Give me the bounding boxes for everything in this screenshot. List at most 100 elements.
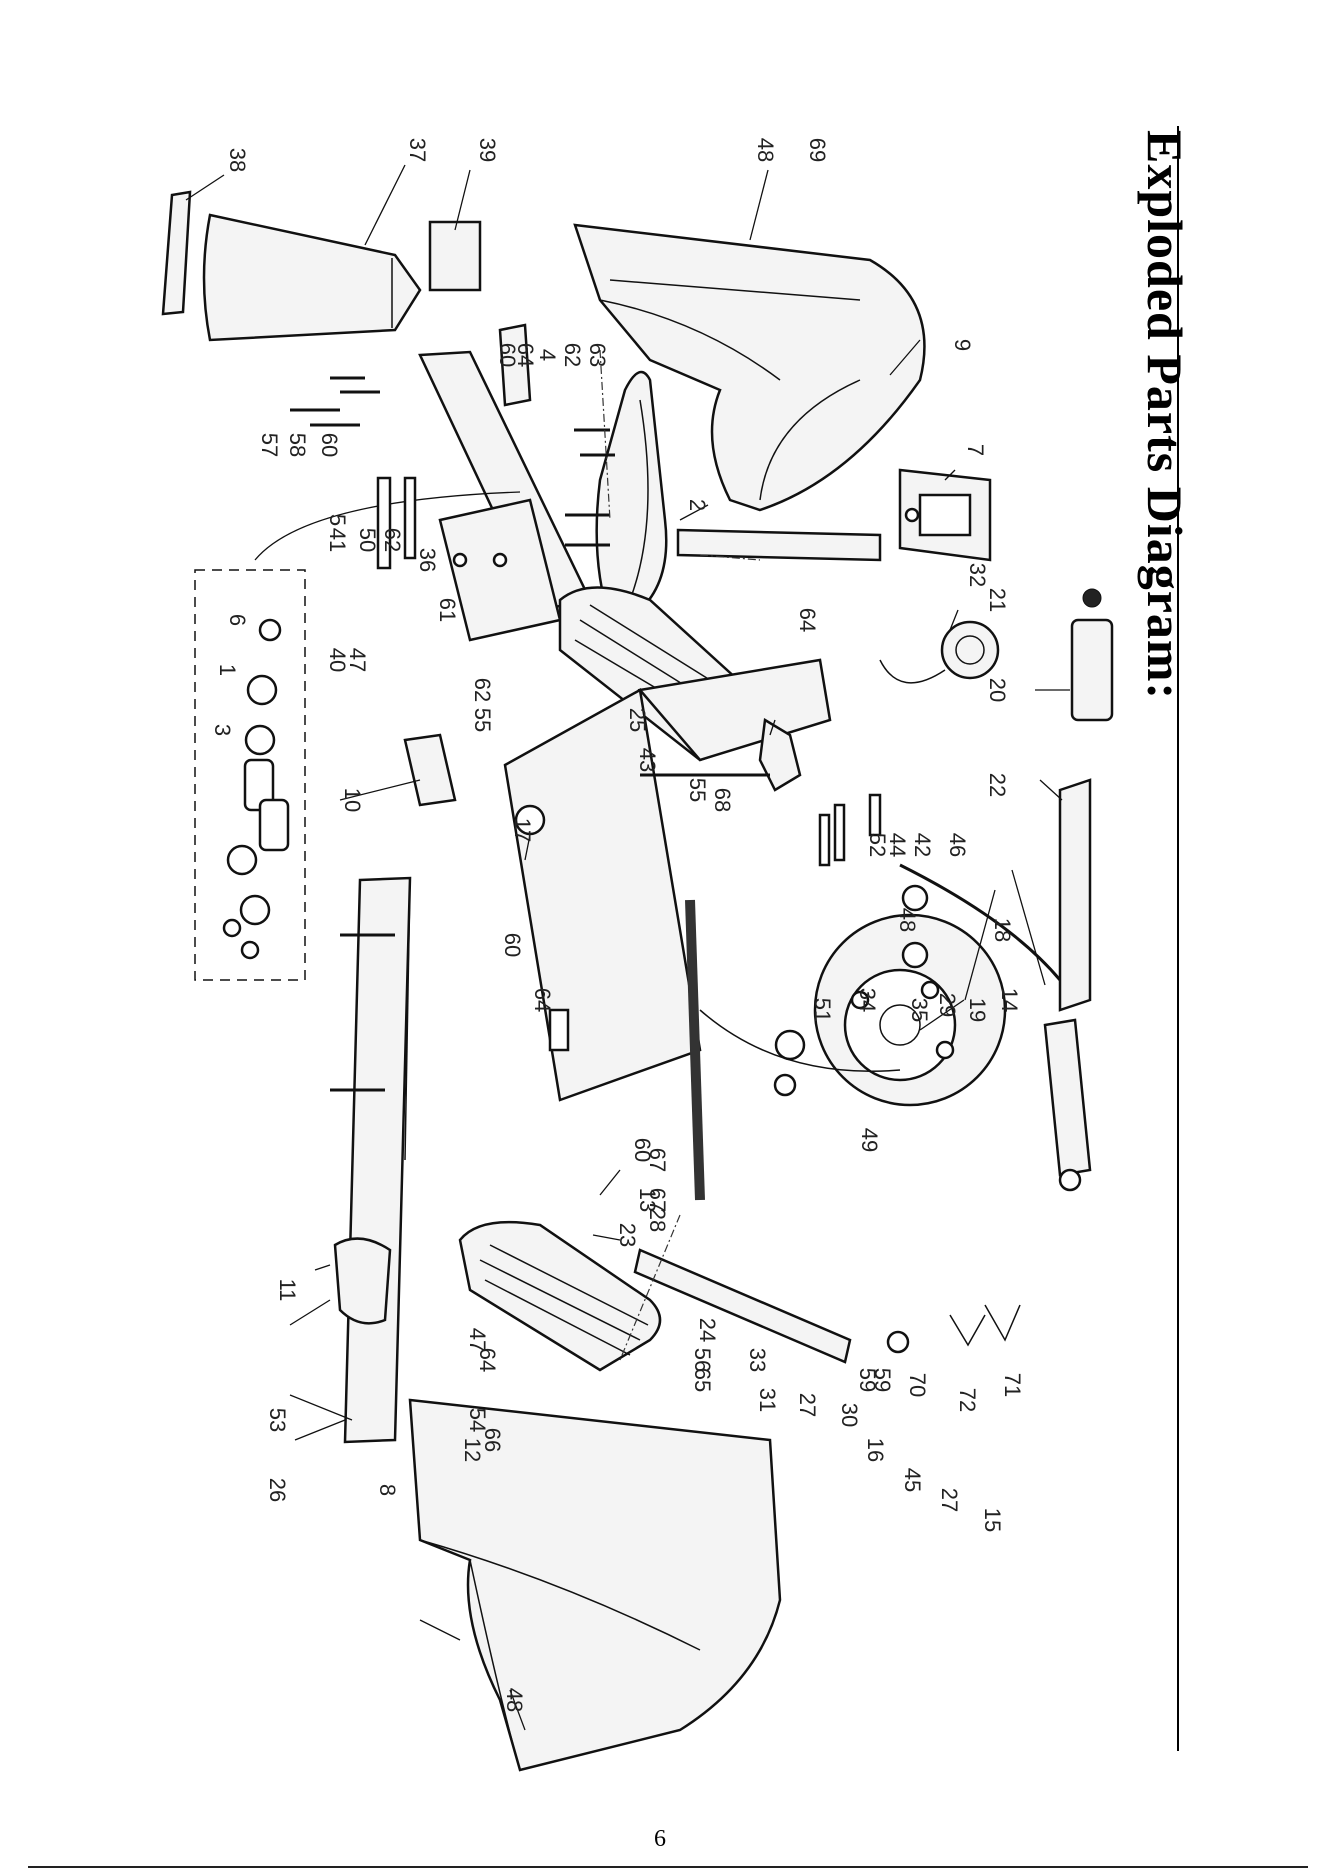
bearing-part (775, 1075, 795, 1095)
part-number-label: 67 (645, 1148, 670, 1172)
part-number-label: 70 (905, 1373, 930, 1397)
part-number-label: 11 (275, 1279, 300, 1302)
part-number-label: 62 (380, 528, 405, 552)
part-number-label: 13 (635, 1188, 660, 1212)
part-number-label: 27 (937, 1488, 962, 1512)
part-number-label: 47 (345, 648, 370, 672)
part-number-label: 34 (855, 988, 880, 1012)
stabilizer-part (678, 530, 880, 560)
part-number-label: 1 (215, 664, 240, 676)
part-number-label: 48 (895, 908, 920, 932)
tool-part (888, 1305, 1020, 1352)
part-number-label: 42 (910, 833, 935, 857)
part-number-label: 33 (745, 1348, 770, 1372)
part-number-label: 17 (510, 818, 535, 842)
footer-line (28, 1866, 1308, 1868)
part-number-label: 25 (625, 708, 650, 732)
part-number-label: 60 (317, 433, 342, 457)
console-part (900, 470, 990, 560)
part-number-label: 72 (955, 1388, 980, 1412)
part-number-label: 9 (950, 339, 975, 351)
part-number-label: 24 (695, 1318, 720, 1342)
part-number-label: 55 (685, 778, 710, 802)
part-number-label: 54 (465, 1408, 490, 1432)
part-number-label: 36 (415, 548, 440, 572)
part-number-label: 61 (435, 598, 460, 622)
sensor-part (880, 622, 998, 683)
part-number-label: 55 (470, 708, 495, 732)
end-cap-part (335, 1239, 390, 1324)
part-number-label: 45 (900, 1468, 925, 1492)
bracket-part (405, 735, 455, 805)
base-tube-part (345, 878, 410, 1442)
part-number-label: 59 (870, 1368, 895, 1392)
rod-part (405, 478, 415, 558)
block-part (430, 222, 480, 290)
part-number-label: 64 (795, 608, 820, 632)
part-number-label: 60 (500, 933, 525, 957)
part-number-label: 35 (907, 998, 932, 1022)
part-number-label: 21 (985, 588, 1010, 612)
part-number-label: 39 (475, 138, 500, 162)
part-number-label: 37 (405, 138, 430, 162)
part-number-label: 6 (225, 614, 250, 626)
part-number-label: 51 (810, 998, 835, 1022)
stabilizer-part (635, 1250, 850, 1362)
part-number-label: 16 (863, 1438, 888, 1462)
part-number-label: 63 (585, 343, 610, 367)
part-number-label: 20 (985, 678, 1010, 702)
part-number-label: 8 (375, 1484, 400, 1496)
part-number-label: 3 (210, 724, 235, 736)
part-number-label: 48 (502, 1688, 527, 1712)
part-number-label: 19 (965, 998, 990, 1022)
part-number-label: 64 (475, 1348, 500, 1372)
part-number-label: 49 (857, 1128, 882, 1152)
part-number-label: 46 (945, 833, 970, 857)
part-number-label: 48 (753, 138, 778, 162)
part-number-label: 69 (805, 138, 830, 162)
part-number-label: 10 (340, 788, 365, 812)
part-number-label: 38 (225, 148, 250, 172)
part-number-label: 62 (560, 343, 585, 367)
part-number-label: 53 (265, 1408, 290, 1432)
part-number-label: 30 (837, 1403, 862, 1427)
part-number-label: 41 (325, 528, 350, 552)
part-number-label: 27 (795, 1393, 820, 1417)
part-number-label: 60 (495, 343, 520, 367)
seat-cushion-part (204, 215, 420, 340)
part-number-label: 14 (997, 988, 1022, 1012)
part-number-label: 2 (685, 499, 710, 511)
part-number-label: 56 (690, 1348, 715, 1372)
seat-frame-part (420, 325, 590, 640)
part-number-label: 7 (963, 444, 988, 456)
part-number-label: 18 (990, 918, 1015, 942)
handle-tube-part (1045, 589, 1112, 1190)
part-number-label: 5 (325, 514, 350, 526)
part-number-label: 31 (755, 1388, 780, 1412)
crank-arm-part (597, 372, 667, 620)
part-number-label: 68 (710, 788, 735, 812)
part-number-label: 26 (265, 1478, 290, 1502)
bolt-part (870, 795, 880, 835)
part-number-label: 44 (885, 833, 910, 857)
bearing-part (776, 1031, 804, 1059)
bearing-part (903, 886, 927, 910)
part-number-label: 58 (285, 433, 310, 457)
seat-pad-part (163, 192, 190, 314)
part-number-label: 64 (530, 988, 555, 1012)
part-number-label: 22 (985, 773, 1010, 797)
part-number-label: 62 (470, 678, 495, 702)
part-number-label: 57 (257, 433, 282, 457)
page-number: 6 (640, 1826, 680, 1853)
bolt-part (835, 805, 844, 860)
part-number-label: 43 (635, 748, 660, 772)
part-number-label: 32 (965, 563, 990, 587)
rod-part (378, 478, 390, 568)
bearing-part (903, 943, 927, 967)
part-number-label: 15 (980, 1508, 1005, 1532)
part-number-label: 29 (935, 993, 960, 1017)
bolt-part (820, 815, 829, 865)
part-number-label: 23 (615, 1223, 640, 1247)
